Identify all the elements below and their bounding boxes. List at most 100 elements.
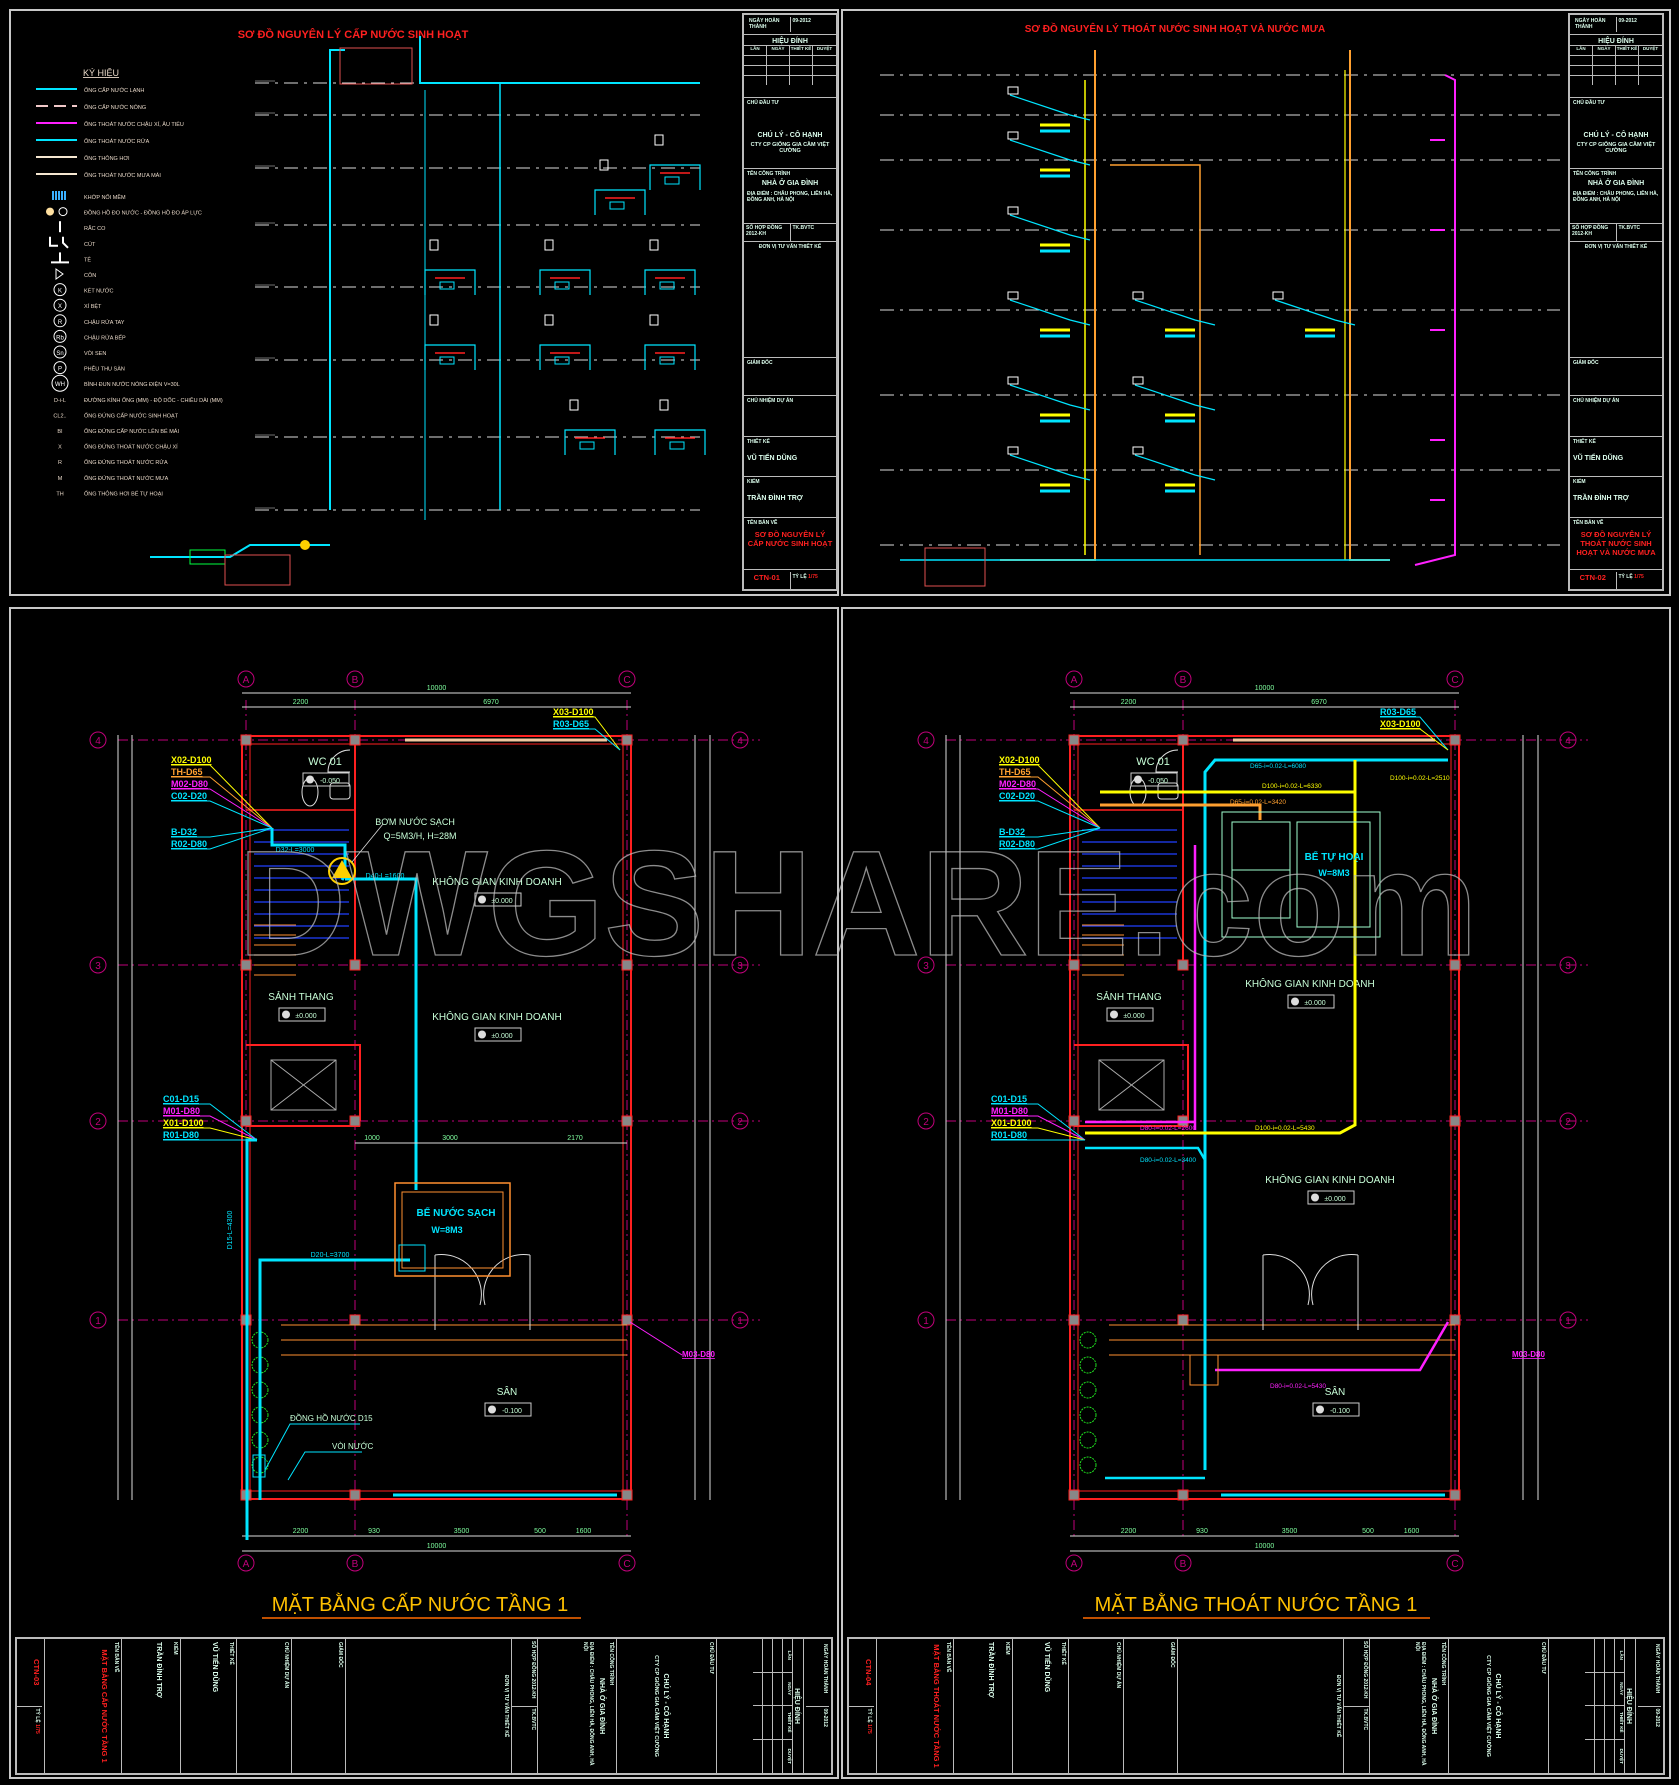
column: [240, 959, 252, 971]
scale-label: TỶ LỆ: [33, 1708, 40, 1723]
pipe-riser-tag: X01-D100: [991, 1118, 1032, 1128]
column: [621, 1314, 633, 1326]
revision-column-header: THIẾT KẾ: [783, 1706, 794, 1740]
supply-pipe: [258, 1258, 410, 1500]
planter-plant-icon: [1079, 1356, 1097, 1374]
revision-cell: [1595, 1639, 1606, 1673]
suction-sump: [398, 1244, 426, 1272]
legend-label: ỐNG THÔNG HƠI: [84, 155, 130, 162]
legend-label: CÚT: [84, 241, 96, 248]
dimension-text: 2200: [1121, 1528, 1137, 1535]
level-value: ±0.000: [295, 1013, 316, 1020]
director-section: GIÁM ĐỐC: [1570, 358, 1662, 397]
elbow-icon: [49, 236, 69, 249]
room-label: SÂN -0.100: [1312, 1385, 1360, 1417]
pipe-size-label: D100-i=0.02-L=2510: [1390, 775, 1450, 782]
tag-leader: [999, 764, 1101, 829]
completion-date: 09-2012: [822, 1708, 828, 1727]
grid-label: B: [352, 675, 359, 686]
grid-bubble: [89, 1112, 107, 1130]
revision-cell: [1570, 55, 1593, 66]
drain-branch: [1274, 299, 1356, 326]
water-heater: [649, 314, 659, 326]
tag-leader: [999, 788, 1101, 829]
revision-cell: [753, 1672, 764, 1706]
tag-leader: [991, 1103, 1086, 1141]
revision-cell: [1570, 65, 1593, 76]
revision-column-header: DUYỆT: [783, 1739, 794, 1773]
level-marker-icon: [1311, 1193, 1319, 1202]
owner-company: CTY CP GIỐNG GIA CẦM VIỆT CƯỜNG: [750, 142, 830, 154]
pipe-riser-tag: M01-D80: [991, 1106, 1028, 1116]
lift-cross: [270, 1059, 337, 1111]
room-name: SÂN: [1325, 1385, 1346, 1398]
project-label: TÊN CÔNG TRÌNH: [1439, 1642, 1446, 1686]
level-marker-box: [474, 1027, 522, 1042]
tag-leader: [163, 1103, 258, 1141]
branch-pipe: [644, 269, 696, 295]
owner-company: CTY CP GIỐNG GIA CẦM VIỆT CƯỜNG: [653, 1655, 660, 1757]
entrance-door: [483, 1254, 531, 1330]
branch-pipe: [539, 344, 591, 370]
grid-label: 2: [737, 1117, 743, 1128]
grid-bubble: [731, 731, 749, 749]
legend-title: KÝ HIỆU: [83, 68, 119, 78]
fixture-symbol: [1007, 376, 1019, 385]
director-label: GIÁM ĐỐC: [337, 1642, 344, 1668]
drawing-name: SƠ ĐỒ NGUYÊN LÝ CẤP NƯỚC SINH HOẠT: [747, 530, 833, 549]
project-label: TÊN CÔNG TRÌNH: [1573, 170, 1617, 177]
dimension-text: 3500: [454, 1528, 470, 1535]
level-marker-box: [1287, 994, 1335, 1009]
pump-icon: [332, 860, 352, 878]
water-meter-label: ĐỒNG HỒ NƯỚC D15: [290, 1413, 373, 1423]
level-value: -0.100: [1330, 1408, 1350, 1415]
meter-dot: [46, 207, 54, 216]
fixture-branch: [424, 314, 476, 370]
water-heater: [654, 134, 664, 146]
fixture-drain-branch: [1132, 376, 1216, 423]
scale-label: TỶ LỆ: [792, 574, 807, 581]
grid-bubble: [1559, 956, 1577, 974]
fixture-drain-branch: [1132, 446, 1216, 493]
designer-label: THIẾT KẾ: [1573, 438, 1596, 445]
water-heater: [429, 314, 439, 326]
dimension-text: 10000: [1255, 1543, 1275, 1550]
dimension-text: 2200: [293, 1528, 309, 1535]
fixture-symbol: [579, 441, 595, 450]
revision-cell: [753, 1639, 764, 1673]
project-name: NHÀ Ở GIA ĐÌNH: [761, 179, 819, 187]
legend-label: PHỄU THU SÀN: [84, 366, 125, 373]
fixture-symbol: [1132, 291, 1144, 300]
fixture-drain-branch: [1007, 131, 1091, 178]
tag-leader: [629, 1321, 683, 1356]
fixture-symbol-circle: [53, 283, 67, 297]
project-location: ĐỊA ĐIỂM : CHÂU PHONG, LIÊN HÀ, ĐÔNG ANH…: [581, 1642, 594, 1766]
director-label: GIÁM ĐỐC: [747, 360, 773, 367]
consultant-section: ĐƠN VỊ TƯ VẤN THIẾT KẾ: [744, 242, 836, 359]
legend-label: ỐNG THOÁT NƯỚC MƯA MÁI: [84, 172, 161, 179]
project-name: NHÀ Ở GIA ĐÌNH: [1587, 179, 1645, 187]
drain-branch: [1009, 139, 1091, 166]
grid-bubble: [731, 1112, 749, 1130]
column: [240, 1115, 252, 1127]
revision-column-header: LẦN: [744, 45, 767, 56]
fixture-symbol: [1007, 291, 1019, 300]
roof-tank: [339, 47, 413, 85]
fixture-branch: [654, 399, 706, 455]
fixture-symbol-code: K: [58, 289, 62, 295]
column: [349, 1314, 361, 1326]
grid-label: A: [1071, 1559, 1078, 1570]
pm-label: CHỦ NHIỆM DỰ ÁN: [1114, 1642, 1121, 1689]
revision-cell: [744, 55, 767, 66]
